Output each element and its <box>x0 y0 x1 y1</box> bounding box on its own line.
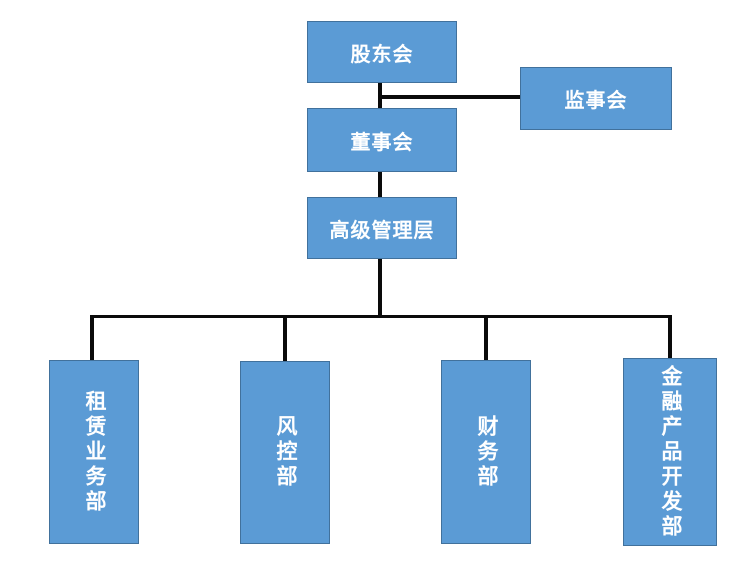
org-node-leasing-business-dept: 租赁业务部 <box>49 360 139 544</box>
org-node-financial-product-dev-dept: 金融产品开发部 <box>623 358 717 546</box>
connector-drop-product-dept <box>668 315 672 359</box>
node-label-senior-management: 高级管理层 <box>329 219 435 242</box>
node-label-financial-product-dev-dept: 金融产品开发部 <box>659 364 682 540</box>
connector-drop-risk-dept <box>283 315 287 362</box>
connector-branch-to-supervisory <box>380 95 520 99</box>
org-node-finance-dept: 财务部 <box>441 360 531 544</box>
connector-management-to-bus <box>378 258 382 318</box>
org-node-shareholders-meeting: 股东会 <box>307 21 457 83</box>
org-node-senior-management: 高级管理层 <box>307 197 457 259</box>
org-node-board-of-directors: 董事会 <box>307 108 457 172</box>
node-label-shareholders-meeting: 股东会 <box>350 43 414 66</box>
node-label-risk-control-dept: 风控部 <box>274 415 297 490</box>
org-node-risk-control-dept: 风控部 <box>240 361 330 544</box>
connector-board-to-management <box>378 171 382 199</box>
org-node-supervisory-board: 监事会 <box>520 67 672 130</box>
connector-drop-leasing-dept <box>90 315 94 361</box>
connector-departments-bus <box>90 315 672 318</box>
node-label-leasing-business-dept: 租赁业务部 <box>83 389 106 515</box>
node-label-finance-dept: 财务部 <box>475 414 498 490</box>
node-label-supervisory-board: 监事会 <box>564 90 628 112</box>
connector-drop-finance-dept <box>484 315 488 361</box>
node-label-board-of-directors: 董事会 <box>350 131 414 154</box>
